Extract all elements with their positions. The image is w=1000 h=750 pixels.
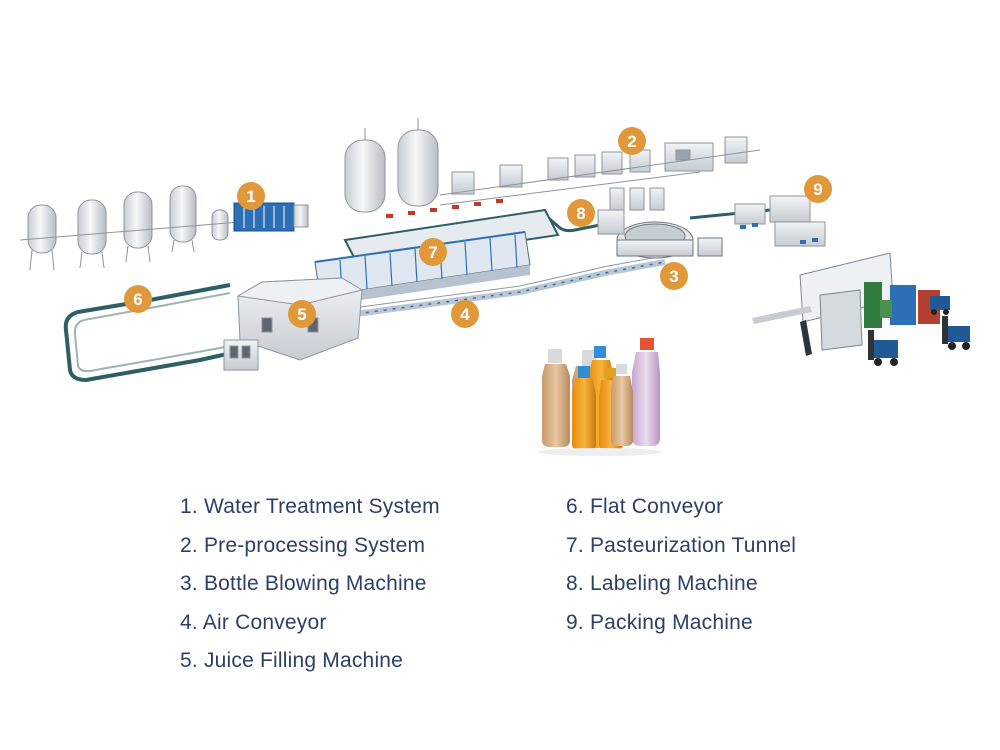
pre-processing-system bbox=[439, 136, 761, 206]
valves bbox=[386, 199, 503, 218]
legend-item-9: 9. Packing Machine bbox=[566, 610, 753, 634]
badge-6: 6 bbox=[124, 285, 152, 313]
badge-7: 7 bbox=[419, 238, 447, 266]
pasteurization-tunnel bbox=[314, 208, 560, 306]
svg-text:6: 6 bbox=[133, 290, 142, 309]
legend-item-1: 1. Water Treatment System bbox=[180, 495, 440, 518]
air-conveyor bbox=[344, 255, 666, 318]
juice-bottles-image bbox=[538, 338, 662, 456]
badge-3: 3 bbox=[660, 262, 688, 290]
legend-item-2: 2. Pre-processing System bbox=[180, 533, 426, 557]
badge-9: 9 bbox=[804, 175, 832, 203]
legend-right-column: 6. Flat Conveyor 7. Pasteurization Tunne… bbox=[566, 488, 796, 642]
forklift-icon-2 bbox=[942, 316, 970, 350]
legend-item-6: 6. Flat Conveyor bbox=[566, 495, 724, 518]
svg-text:8: 8 bbox=[576, 204, 585, 223]
svg-text:1: 1 bbox=[246, 187, 255, 206]
legend-item-5: 5. Juice Filling Machine bbox=[180, 649, 404, 672]
labeling-machine bbox=[597, 187, 665, 235]
palletizing-area bbox=[752, 252, 970, 366]
svg-text:4: 4 bbox=[460, 305, 470, 324]
legend-item-7: 7. Pasteurization Tunnel bbox=[566, 533, 797, 557]
badge-2: 2 bbox=[618, 127, 646, 155]
svg-text:5: 5 bbox=[297, 305, 306, 324]
packing-machine bbox=[734, 195, 826, 247]
legend-left-column: 1. Water Treatment System 2. Pre-process… bbox=[180, 488, 440, 681]
storage-tanks bbox=[344, 118, 439, 213]
badge-4: 4 bbox=[451, 300, 479, 328]
badge-1: 1 bbox=[237, 182, 265, 210]
bottle-blowing-machine bbox=[616, 221, 723, 259]
svg-text:3: 3 bbox=[669, 267, 678, 286]
forklift-icon bbox=[868, 330, 898, 366]
badge-5: 5 bbox=[288, 300, 316, 328]
svg-text:9: 9 bbox=[813, 180, 822, 199]
legend-item-8: 8. Labeling Machine bbox=[566, 572, 758, 595]
legend-item-3: 3. Bottle Blowing Machine bbox=[180, 572, 427, 595]
badge-8: 8 bbox=[567, 199, 595, 227]
production-line-illustration: 1 2 3 4 5 6 7 8 9 bbox=[19, 118, 970, 456]
raw-water-tanks bbox=[19, 185, 241, 271]
flat-conveyor bbox=[63, 283, 237, 382]
forklift-icon-3 bbox=[930, 296, 950, 315]
svg-text:2: 2 bbox=[627, 132, 636, 151]
svg-text:7: 7 bbox=[428, 243, 437, 262]
legend-item-4: 4. Air Conveyor bbox=[180, 610, 327, 634]
